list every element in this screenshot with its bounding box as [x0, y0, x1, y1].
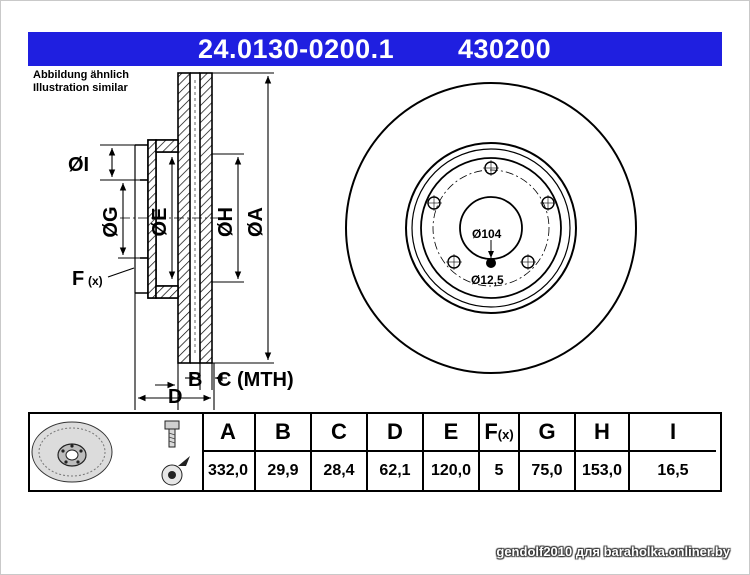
- spec-column: H 153,0: [576, 414, 630, 490]
- spec-column-head: B: [256, 414, 310, 452]
- hat-bottom-flange: [155, 285, 179, 299]
- spec-column-value: 332,0: [207, 462, 249, 479]
- disc-thumbnail-icon: [31, 421, 113, 483]
- spec-column-head: I: [630, 414, 716, 452]
- label-dia-a: ØA: [245, 207, 267, 237]
- spec-column-value: 75,0: [531, 462, 563, 479]
- spec-column-head: A: [202, 414, 254, 452]
- watermark: gendolf2010 для baraholka.onliner.by: [496, 544, 730, 559]
- spec-column: G 75,0: [520, 414, 576, 490]
- label-bolt-dia: Ø12,5: [471, 273, 504, 287]
- spec-column-value: 120,0: [430, 462, 472, 479]
- spec-column: I 16,5: [630, 414, 716, 490]
- label-b: B: [188, 369, 202, 391]
- illustration-note-de: Abbildung ähnlich: [33, 69, 129, 81]
- table-thumbnail-cell: [30, 414, 204, 490]
- spec-column-head: H: [576, 414, 628, 452]
- spec-column: D 62,1: [368, 414, 424, 490]
- spec-column-value: 153,0: [581, 462, 623, 479]
- hat-wall: [147, 139, 157, 299]
- hat-top-flange: [155, 139, 179, 153]
- disc-front-view: [345, 82, 637, 374]
- spec-column: B 29,9: [256, 414, 312, 490]
- label-dia-h: ØH: [215, 207, 237, 237]
- label-dia-i: ØI: [68, 154, 89, 176]
- spec-column-value: 62,1: [379, 462, 411, 479]
- spec-column-head: D: [368, 414, 422, 452]
- spec-column-head: C: [312, 414, 366, 452]
- reference-number: 430200: [458, 34, 552, 64]
- spec-column: F(x) 5: [480, 414, 520, 490]
- spec-column: E 120,0: [424, 414, 480, 490]
- header-bar: 24.0130-0200.1 430200: [28, 32, 722, 66]
- label-hub-dia: Ø104: [472, 227, 502, 241]
- spec-column-value: 16,5: [657, 462, 689, 479]
- spec-column-head: E: [424, 414, 478, 452]
- label-c: C (MTH): [217, 369, 294, 391]
- spec-column-head: F(x): [480, 414, 518, 452]
- locating-screw-icon: [161, 456, 190, 486]
- label-f: F: [72, 268, 84, 290]
- dimension-labels: ØA ØH ØE ØG ØI F (x) B C (MTH) D: [68, 154, 294, 408]
- illustration-note-en: Illustration similar: [33, 82, 128, 94]
- label-f-suffix: (x): [88, 274, 103, 288]
- disc-cross-section: [120, 72, 232, 364]
- spec-column-value: 5: [494, 462, 504, 479]
- spec-column-head: G: [520, 414, 574, 452]
- part-number: 24.0130-0200.1: [198, 34, 395, 64]
- label-dia-e: ØE: [149, 208, 171, 237]
- spec-column-value: 29,9: [267, 462, 299, 479]
- bolt-icon: [164, 420, 180, 448]
- spec-column: A 332,0: [202, 414, 256, 490]
- label-d: D: [168, 386, 182, 408]
- spec-column: C 28,4: [312, 414, 368, 490]
- front-view-labels: Ø104 Ø12,5: [471, 227, 504, 287]
- spec-column-value: 28,4: [323, 462, 355, 479]
- dimension-lines: [100, 72, 274, 410]
- label-dia-g: ØG: [100, 206, 122, 237]
